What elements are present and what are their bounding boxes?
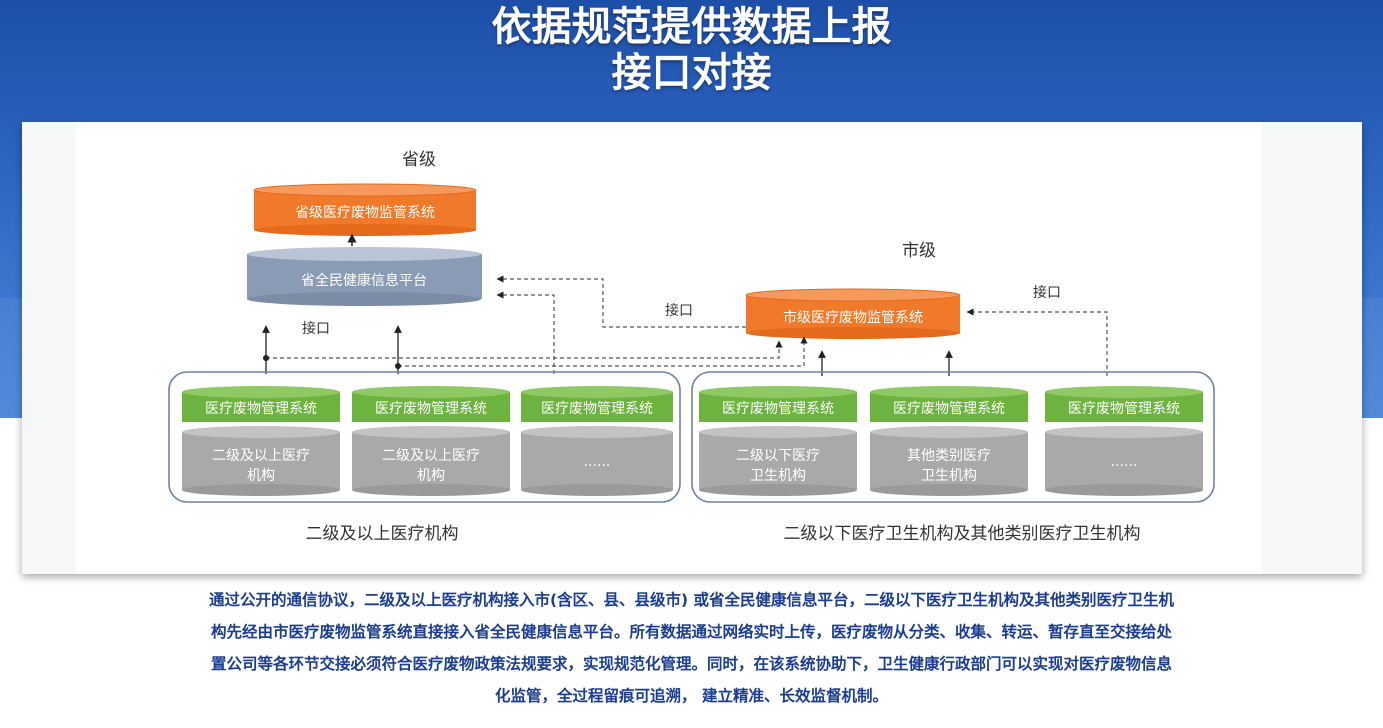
city-system-cylinder: 市级医疗废物监管系统 (745, 288, 961, 339)
right-group-caption: 二级以下医疗卫生机构及其他类别医疗卫生机构 (784, 524, 1141, 544)
left-unit-1-top: 医疗废物管理系统 (205, 401, 317, 417)
title-line-1: 依据规范提供数据上报 (491, 4, 892, 50)
province-platform-cylinder: 省全民健康信息平台 (247, 247, 482, 306)
left-unit-2-body1: 二级及以上医疗 (382, 448, 480, 464)
left-unit-2-top: 医疗废物管理系统 (375, 401, 487, 417)
right-group-border (691, 371, 1215, 503)
right-unit-3: 医疗废物管理系统 ······ (1045, 386, 1203, 496)
left-unit-1-body2: 机构 (247, 468, 275, 484)
right-unit-2-body1: 其他类别医疗 (907, 448, 991, 464)
left-unit-3-top: 医疗废物管理系统 (541, 401, 653, 417)
province-platform-label: 省全民健康信息平台 (301, 272, 427, 289)
description-line-1: 通过公开的通信协议，二级及以上医疗机构接入市(含区、县、县级市) 或省全民健康信… (208, 591, 1175, 609)
left-unit-2-body2: 机构 (417, 468, 445, 484)
right-unit-3-body1: ······ (1111, 458, 1138, 474)
province-system-cylinder: 省级医疗废物监管系统 (253, 183, 477, 236)
page-title: 依据规范提供数据上报 接口对接 (0, 4, 1383, 96)
description-line-2: 构先经由市医疗废物监管系统直接接入省全民健康信息平台。所有数据通过网络实时上传，… (210, 623, 1172, 641)
right-unit-2-top: 医疗废物管理系统 (893, 401, 1005, 417)
province-system-label: 省级医疗废物监管系统 (295, 205, 435, 221)
dashed-connectors (266, 275, 1108, 376)
right-unit-3-top: 医疗废物管理系统 (1068, 401, 1180, 417)
description-line-3: 置公司等各环节交接必须符合医疗废物政策法规要求，实现规范化管理。同时，在该系统协… (210, 655, 1172, 673)
description-line-4: 化监管，全过程留痕可追溯， 建立精准、长效监督机制。 (495, 687, 888, 705)
left-group-border (168, 371, 681, 503)
left-unit-2: 医疗废物管理系统 二级及以上医疗 机构 (352, 386, 510, 496)
left-unit-1: 医疗废物管理系统 二级及以上医疗 机构 (182, 386, 340, 496)
junction-dot-1 (263, 355, 269, 361)
city-label: 市级 (902, 241, 936, 261)
province-label: 省级 (402, 150, 436, 170)
interface-label-left: 接口 (302, 320, 330, 337)
architecture-diagram: 省级 省级医疗废物监管系统 省全民健康信息平台 市级 市级医疗废物监管系统 接口… (168, 150, 1215, 544)
description-text: 通过公开的通信协议，二级及以上医疗机构接入市(含区、县、县级市) 或省全民健康信… (100, 584, 1283, 712)
left-unit-3: 医疗废物管理系统 ······ (521, 386, 673, 496)
junction-dot-2 (395, 363, 401, 369)
left-group-caption: 二级及以上医疗机构 (306, 524, 459, 544)
title-line-2: 接口对接 (611, 50, 772, 96)
right-unit-2-body2: 卫生机构 (921, 468, 977, 484)
right-unit-1-top: 医疗废物管理系统 (722, 401, 834, 417)
right-unit-1-body2: 卫生机构 (750, 468, 806, 484)
left-unit-3-body1: ······ (584, 458, 611, 474)
right-unit-2: 医疗废物管理系统 其他类别医疗 卫生机构 (870, 386, 1028, 496)
interface-label-right: 接口 (1033, 284, 1061, 301)
interface-label-mid: 接口 (665, 302, 693, 319)
city-system-label: 市级医疗废物监管系统 (783, 309, 923, 326)
right-unit-1: 医疗废物管理系统 二级以下医疗 卫生机构 (699, 386, 857, 496)
right-unit-1-body1: 二级以下医疗 (736, 448, 820, 464)
left-unit-1-body1: 二级及以上医疗 (212, 448, 310, 464)
